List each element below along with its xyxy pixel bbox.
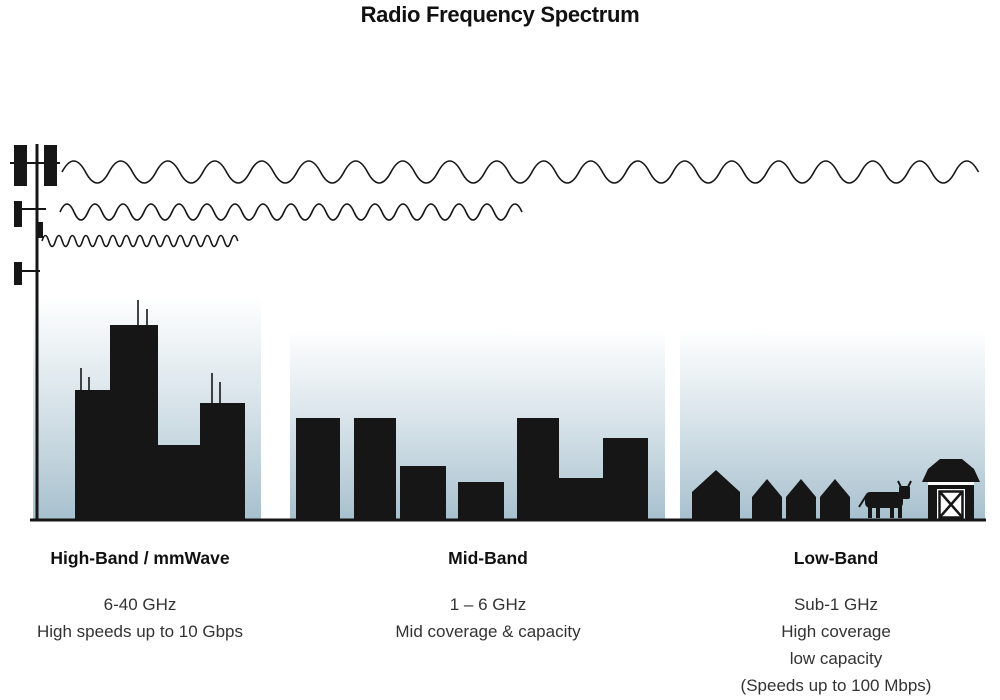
mid-band-caption: Mid-Band 1 – 6 GHz Mid coverage & capaci… — [368, 548, 608, 645]
long-wave-icon — [61, 160, 980, 184]
skyscrapers-icon — [75, 300, 245, 520]
short-wave-icon — [41, 234, 239, 248]
low-band-label: Low-Band — [793, 548, 879, 568]
medium-wave-icon — [59, 203, 523, 221]
mid-band-label: Mid-Band — [448, 548, 528, 568]
high-band-caption: High-Band / mmWave 6-40 GHz High speeds … — [20, 548, 260, 645]
low-band-description: High coverage — [781, 622, 891, 641]
mid-band-description: Mid coverage & capacity — [395, 622, 581, 641]
low-band-frequency: Sub-1 GHz — [793, 595, 879, 614]
cell-tower-icon — [10, 144, 60, 520]
low-band-description2: low capacity — [789, 649, 883, 668]
mid-buildings-icon — [296, 418, 648, 520]
high-band-label: High-Band / mmWave — [50, 548, 230, 568]
low-band-speed-note: (Speeds up to 100 Mbps) — [740, 676, 932, 695]
houses-icon — [692, 470, 850, 520]
barn-icon — [922, 459, 980, 520]
high-band-frequency: 6-40 GHz — [103, 595, 177, 614]
mid-band-frequency: 1 – 6 GHz — [449, 595, 527, 614]
spectrum-graphic — [10, 144, 986, 522]
cow-icon — [858, 480, 912, 518]
low-band-caption: Low-Band Sub-1 GHz High coverage low cap… — [716, 548, 956, 699]
high-band-description: High speeds up to 10 Gbps — [36, 622, 244, 641]
page-title: Radio Frequency Spectrum — [360, 2, 640, 27]
